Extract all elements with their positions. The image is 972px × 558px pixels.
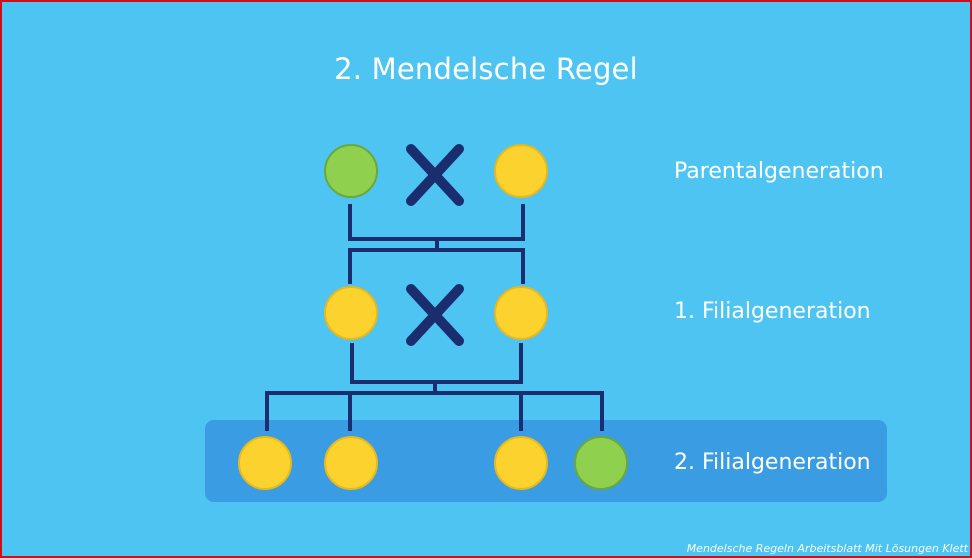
parental-circle-green xyxy=(324,144,378,198)
watermark-text: Mendelsche Regeln Arbeitsblatt Mit Lösun… xyxy=(686,542,968,555)
f2-circle-2 xyxy=(324,436,378,490)
cross-icon-parental xyxy=(406,144,464,206)
parental-circle-yellow xyxy=(494,144,548,198)
f2-circle-3 xyxy=(494,436,548,490)
f2-circle-1 xyxy=(238,436,292,490)
label-f2-generation: 2. Filialgeneration xyxy=(674,450,871,475)
f1-circle-left xyxy=(324,286,378,340)
label-parental-generation: Parentalgeneration xyxy=(674,159,884,184)
f1-circle-right xyxy=(494,286,548,340)
f2-circle-4 xyxy=(574,436,628,490)
cross-icon-f1 xyxy=(406,284,464,346)
diagram-title: 2. Mendelsche Regel xyxy=(334,52,638,86)
label-f1-generation: 1. Filialgeneration xyxy=(674,299,871,324)
